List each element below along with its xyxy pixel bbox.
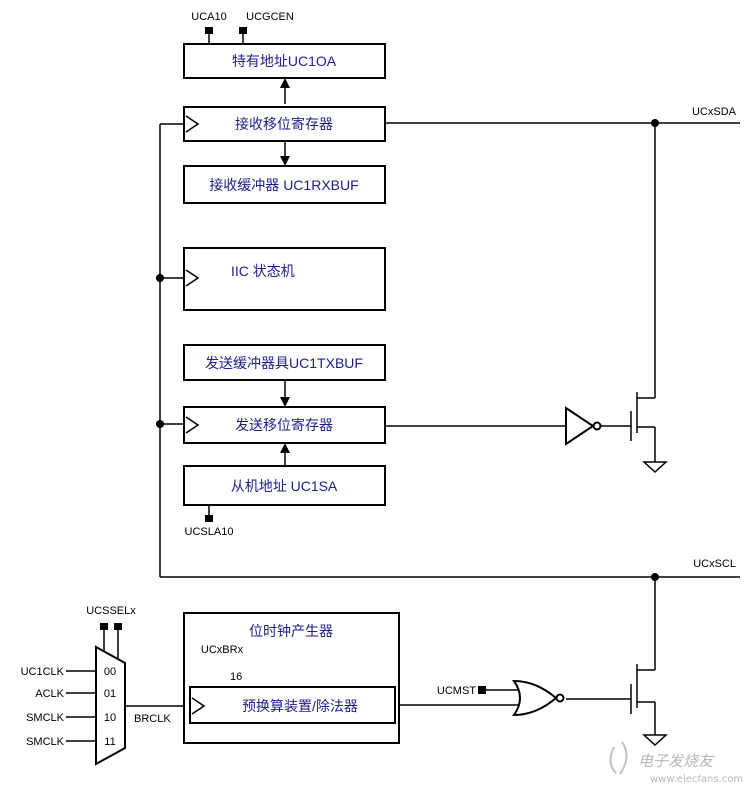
watermark-text: 电子发烧友 — [638, 752, 715, 770]
mux-code: 00 — [104, 666, 116, 678]
slave-address-label: 从机地址 UC1SA — [231, 478, 338, 494]
junction-dot — [156, 274, 164, 282]
inverter-bubble — [592, 421, 602, 431]
mux-input-label: SMCLK — [26, 712, 65, 724]
clock-input-icon — [185, 416, 200, 434]
scl-transistor — [630, 664, 638, 714]
pin-uca10 — [205, 27, 213, 34]
ucssel-label: UCSSELx — [86, 605, 136, 617]
mux-code: 10 — [104, 712, 116, 724]
rx-shift-label: 接收移位寄存器 — [235, 116, 333, 132]
own-address-label: 特有地址UC1OA — [232, 53, 337, 69]
pin-ucgcen — [239, 27, 247, 34]
watermark-url: www.elecfans.com — [650, 774, 743, 785]
clock-input-icon — [185, 269, 200, 287]
arrow-down-to-rx-buffer — [280, 156, 290, 166]
prescaler-label: 预换算装置/除法器 — [242, 698, 358, 714]
block-tx-buffer: 发送缓冲器具UC1TXBUF — [183, 344, 386, 381]
uca10-label: UCA10 — [191, 11, 226, 23]
junction-dot — [156, 420, 164, 428]
rx-buffer-label: 接收缓冲器 UC1RXBUF — [209, 177, 358, 193]
pin-ucssel1 — [114, 623, 122, 630]
arrowheads — [280, 78, 290, 453]
ucsla10-label: UCSLA10 — [185, 526, 234, 538]
block-rx-buffer: 接收缓冲器 UC1RXBUF — [183, 165, 386, 204]
inverter-gate — [565, 406, 602, 446]
arrow-down-to-tx-shift — [280, 397, 290, 407]
block-rx-shift-register: 接收移位寄存器 — [183, 106, 386, 142]
signal-labels: UCA10 UCGCEN UCxSDA UCSLA10 UCxSCL UCSSE… — [21, 11, 737, 748]
mux-code: 11 — [104, 736, 115, 748]
pin-ucsla10 — [205, 515, 213, 522]
pin-ucmst — [478, 686, 486, 694]
block-bit-clock-generator: 位时钟产生器 预换算装置/除法器 — [183, 612, 400, 744]
block-state-machine: IIC 状态机 — [183, 247, 386, 311]
prescaler-box — [189, 686, 396, 724]
block-tx-shift-register: 发送移位寄存器 — [183, 406, 386, 444]
sda-label: UCxSDA — [692, 106, 737, 118]
clock-source-mux: 00 01 10 11 — [95, 645, 126, 766]
ucgcen-label: UCGCEN — [246, 11, 294, 23]
mux-input-label: UC1CLK — [21, 666, 65, 678]
junction-dot — [651, 119, 659, 127]
ground-icon — [642, 734, 668, 747]
watermark-logo-icon — [609, 741, 628, 775]
mux-input-label: SMCLK — [26, 736, 65, 748]
ucmst-label: UCMST — [437, 685, 476, 697]
nor-bubble — [555, 693, 565, 703]
junction-dot — [651, 573, 659, 581]
sda-transistor — [630, 392, 638, 441]
watermark: 电子发烧友 www.elecfans.com — [609, 741, 743, 785]
mux-code: 01 — [104, 688, 116, 700]
state-machine-label: IIC 状态机 — [231, 263, 295, 279]
wiring — [66, 32, 740, 742]
mux-input-label: ACLK — [35, 688, 64, 700]
tx-shift-label: 发送移位寄存器 — [235, 417, 333, 433]
block-slave-address: 从机地址 UC1SA — [183, 465, 386, 506]
tx-buffer-label: 发送缓冲器具UC1TXBUF — [205, 355, 363, 371]
arrow-up-from-slave-address — [280, 443, 290, 453]
ucbr-label: UCxBRx — [201, 644, 244, 656]
clock-input-icon — [191, 697, 206, 715]
brclk-label: BRCLK — [134, 713, 171, 725]
bus-width-label: 16 — [230, 671, 242, 683]
clock-input-icon — [185, 115, 200, 133]
scl-label: UCxSCL — [693, 558, 736, 570]
junction-dots — [156, 119, 659, 581]
block-own-address: 特有地址UC1OA — [183, 43, 386, 79]
pin-ucssel0 — [100, 623, 108, 630]
nor-gate — [512, 679, 565, 717]
arrow-up-to-own-address — [280, 78, 290, 88]
bit-clock-label: 位时钟产生器 — [249, 623, 333, 639]
ground-icon — [642, 461, 668, 474]
